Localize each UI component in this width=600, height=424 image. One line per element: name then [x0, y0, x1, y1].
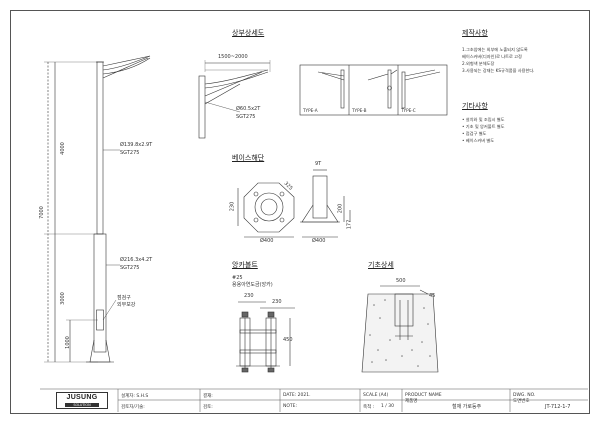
anchor-spec: #25 — [232, 275, 243, 281]
notes-make-line: 베이스커버(디자인)로 나트로 고정 — [462, 54, 522, 59]
anchor-dim-230a: 230 — [244, 293, 254, 299]
notes-make-title: 제작사항 — [462, 29, 488, 37]
anchor-bolt-drawing — [236, 301, 295, 373]
foundation-title: 기초상세 — [368, 261, 394, 269]
notes-other-title: 기타사항 — [462, 102, 488, 110]
top-detail-title: 상부상세도 — [232, 29, 265, 37]
inspection-reinforce-label: 외부보강 — [117, 302, 136, 308]
base-section-title: 베이스해단 — [232, 154, 265, 162]
base-dim-base: Ø400 — [312, 238, 326, 244]
anchor-spec-note: 용용아연도금(앙카) — [232, 282, 273, 288]
notes-other-line: • 설치와 및 조립시 별도 — [462, 117, 505, 122]
pole-elevation — [44, 55, 151, 363]
top-detail-drawing — [198, 60, 271, 139]
type-b-label: TYPE-B — [352, 108, 367, 113]
upper-pipe-grade: SGT275 — [120, 150, 140, 156]
anchor-dim-230b: 230 — [272, 299, 282, 305]
approve-label: 결재: — [203, 394, 213, 399]
base-dim-177: 177 — [346, 219, 353, 230]
scale-label: SCALE (A4) — [363, 393, 389, 398]
notes-make-line: 2.외형색 분체도장 — [462, 61, 495, 66]
date-label: DATE: 2021. — [283, 393, 311, 398]
logo-sub: SOLUTION — [65, 403, 99, 407]
arm-pipe-grade: SGT275 — [236, 114, 256, 120]
approve2-label: 검토: — [203, 405, 213, 410]
base-section-drawing — [237, 169, 351, 238]
foundation-drawing — [361, 285, 439, 373]
base-dim-plate: 9T — [315, 161, 322, 167]
company-logo: JUSUNG SOLUTION — [56, 392, 108, 409]
notes-other-line: • 점검구 별도 — [462, 131, 487, 136]
notes-other-line: • 기초 및 앙커볼트 별도 — [462, 124, 505, 129]
foundation-aggregate — [369, 299, 431, 367]
dim-upper-height: 4000 — [59, 142, 66, 155]
dwg-label: DWG. NO. — [513, 393, 536, 398]
arm-span-dim: 1500~2000 — [218, 54, 248, 60]
note-label: NOTE: — [283, 404, 298, 409]
dim-total-height: 7000 — [38, 206, 45, 219]
notes-other-line: • 베이스커버 별도 — [462, 138, 495, 143]
product-label: PRODUCT NAME — [405, 393, 442, 398]
foundation-dim-45: 45 — [429, 293, 436, 299]
lower-pipe-spec: Ø216.3x4.2T — [120, 257, 153, 263]
type-c-label: TYPE-C — [401, 108, 416, 113]
scale-sub: 축척 : — [363, 405, 375, 410]
base-dim-width: 230 — [229, 201, 236, 212]
sheet-number: 1 / 30 — [381, 404, 394, 409]
inspection-label: 점검구 — [117, 295, 131, 301]
base-dim-height: 200 — [337, 203, 344, 214]
type-a-label: TYPE-A — [303, 108, 318, 113]
checker-label: 검토자/기술: — [121, 405, 145, 410]
drawing-sheet — [10, 10, 590, 414]
notes-make-line: 3.사용되는 강재는 KS규격품을 사용한다. — [462, 68, 535, 73]
dim-base-height: 1000 — [64, 336, 71, 349]
dwg-number: JT-712-1-7 — [545, 404, 571, 410]
type-thumbnails — [299, 64, 448, 116]
product-sub: 제품명 — [405, 399, 418, 404]
anchor-dim-450: 450 — [283, 337, 293, 343]
arm-pipe-spec: Ø60.5x2T — [236, 106, 261, 112]
designer-label: 설계자: S.H.S — [121, 394, 149, 399]
foundation-dim-500: 500 — [396, 278, 406, 284]
base-dim-dia: Ø400 — [260, 238, 274, 244]
product-name: 철재 가로등주 — [452, 404, 482, 410]
anchor-bolt-title: 앙카볼트 — [232, 261, 258, 269]
logo-brand: JUSUNG — [66, 394, 98, 401]
dwg-sub: 도면번호 — [513, 399, 530, 404]
lower-pipe-grade: SGT275 — [120, 265, 140, 271]
upper-pipe-spec: Ø139.8x2.9T — [120, 142, 153, 148]
dim-lower-height: 3000 — [59, 292, 66, 305]
title-block-grid — [40, 388, 588, 412]
notes-make-line: 1.그초암에는 외부에 노출되지 않도록 — [462, 47, 528, 52]
